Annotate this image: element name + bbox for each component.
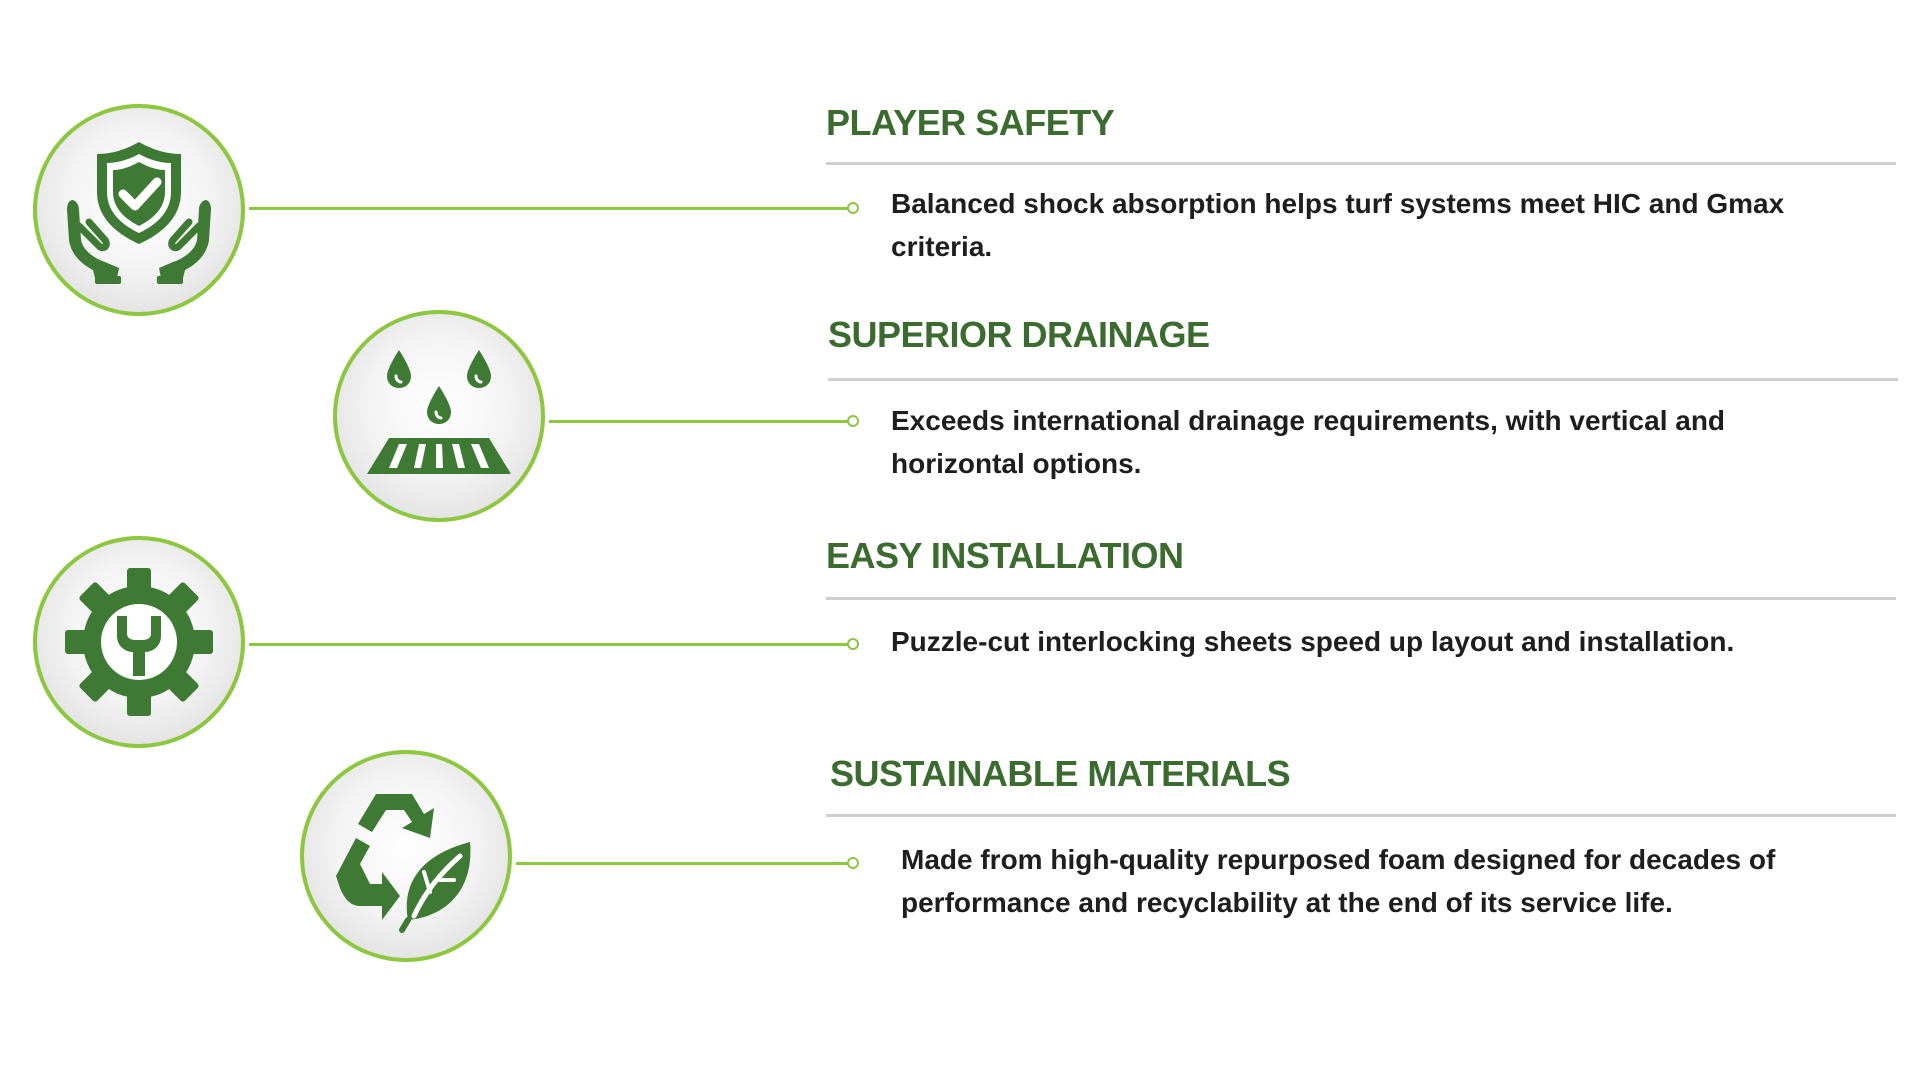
- player-safety-divider: [826, 162, 1896, 165]
- water-drops-drain-icon: [367, 350, 511, 474]
- player-safety-connector: [249, 207, 849, 210]
- superior-drainage-description: Exceeds international drainage requireme…: [891, 405, 1726, 479]
- easy-installation-description: Puzzle-cut interlocking sheets speed up …: [891, 626, 1735, 657]
- superior-drainage-connector-dot: [847, 415, 859, 427]
- sustainable-materials-description: Made from high-quality repurposed foam d…: [901, 844, 1776, 918]
- easy-installation-divider: [826, 597, 1896, 600]
- player-safety-icon-circle: [33, 104, 245, 316]
- gear-wrench-icon: [65, 568, 213, 716]
- sustainable-materials-title: SUSTAINABLE MATERIALS: [830, 753, 1291, 794]
- sustainable-materials-icon-circle: [300, 750, 512, 962]
- sustainable-materials-connector-dot: [847, 857, 859, 869]
- shield-check-hands-icon: [67, 142, 211, 284]
- easy-installation-connector-dot: [847, 638, 859, 650]
- sustainable-materials-connector: [516, 862, 849, 865]
- player-safety-description: Balanced shock absorption helps turf sys…: [891, 188, 1785, 262]
- player-safety-connector-dot: [847, 202, 859, 214]
- recycle-leaf-icon: [336, 794, 471, 933]
- easy-installation-title: EASY INSTALLATION: [826, 535, 1184, 576]
- superior-drainage-connector: [549, 420, 849, 423]
- easy-installation-icon-circle: [33, 536, 245, 748]
- superior-drainage-divider: [828, 378, 1898, 381]
- superior-drainage-icon-circle: [333, 310, 545, 522]
- easy-installation-connector: [249, 643, 849, 646]
- player-safety-title: PLAYER SAFETY: [826, 102, 1115, 143]
- superior-drainage-title: SUPERIOR DRAINAGE: [828, 314, 1210, 355]
- sustainable-materials-divider: [826, 814, 1896, 817]
